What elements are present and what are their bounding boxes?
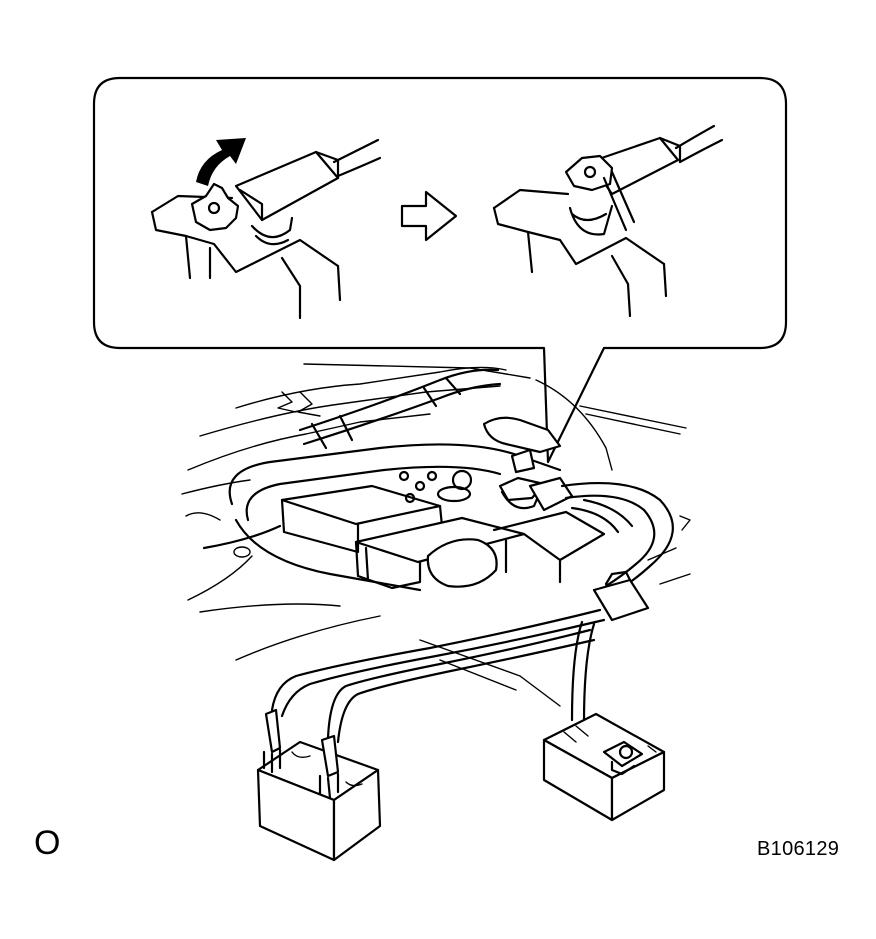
figure-code: B106129: [757, 838, 840, 860]
hollow-right-arrow-icon: [400, 190, 458, 242]
detail-before: [150, 138, 382, 320]
detail-after: [492, 124, 724, 318]
control-box: [542, 712, 666, 822]
callout-box: [92, 76, 788, 464]
battery: [256, 708, 382, 862]
curved-arrow-icon: [196, 138, 246, 186]
corner-mark: O: [34, 824, 61, 862]
engine-bay: [181, 363, 691, 744]
